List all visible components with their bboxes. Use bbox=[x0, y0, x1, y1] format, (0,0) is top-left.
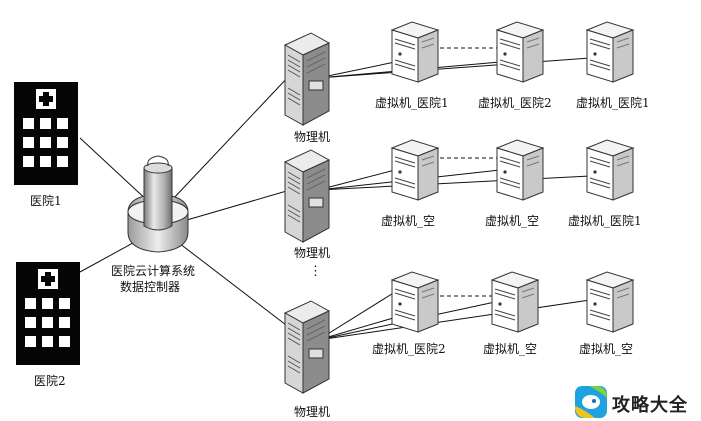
vm-3-1-label: 虚拟机_医院2 bbox=[372, 342, 446, 356]
link-pm2-vm bbox=[317, 175, 591, 191]
link-controller-pm2 bbox=[179, 189, 291, 223]
physical-server-3-label: 物理机 bbox=[294, 405, 331, 419]
hospital-1-icon bbox=[14, 82, 78, 185]
link-pm3-vm bbox=[317, 315, 401, 341]
physical-server-2-icon bbox=[284, 149, 330, 243]
vm-2-3-icon bbox=[586, 139, 634, 201]
vm-3-2-icon bbox=[491, 271, 539, 333]
physical-server-1-label: 物理机 bbox=[294, 130, 331, 144]
link-pm1-vm bbox=[317, 61, 396, 79]
link-pm1-vm bbox=[317, 57, 591, 79]
vm-2-2-icon bbox=[496, 139, 544, 201]
vm-2-3-label: 虚拟机_医院1 bbox=[568, 214, 642, 228]
vm-1-2-label: 虚拟机_医院2 bbox=[478, 96, 552, 110]
physical-server-3-icon bbox=[284, 300, 330, 394]
physical-server-1-icon bbox=[284, 32, 330, 126]
link-pm3-vm bbox=[317, 299, 591, 341]
link-controller-pm1 bbox=[171, 74, 291, 201]
hospital-2-label: 医院2 bbox=[34, 374, 66, 388]
hospital-1-label: 医院1 bbox=[30, 194, 62, 208]
vm-1-3-icon bbox=[586, 21, 634, 83]
vm-1-3-label: 虚拟机_医院1 bbox=[576, 96, 650, 110]
controller-icon bbox=[127, 155, 189, 253]
link-controller-pm3 bbox=[174, 239, 291, 329]
vm-1-1-icon bbox=[391, 21, 439, 83]
vm-3-3-icon bbox=[586, 271, 634, 333]
vm-2-2-label: 虚拟机_空 bbox=[485, 214, 540, 228]
vm-2-1-icon bbox=[391, 139, 439, 201]
vm-2-1-label: 虚拟机_空 bbox=[381, 214, 436, 228]
vm-3-2-label: 虚拟机_空 bbox=[483, 342, 538, 356]
vm-1-2-icon bbox=[496, 21, 544, 83]
watermark-logo-icon bbox=[575, 386, 607, 418]
link-hospital2-controller bbox=[79, 237, 143, 273]
controller-label-line1: 医院云计算系统 bbox=[111, 264, 196, 278]
hospital-2-icon bbox=[16, 262, 80, 365]
vm-3-1-icon bbox=[391, 271, 439, 333]
controller-label-line2: 数据控制器 bbox=[120, 280, 181, 294]
link-pm3-vm bbox=[317, 291, 396, 341]
physical-server-2-label: 物理机 bbox=[294, 246, 331, 260]
watermark-text: 攻略大全 bbox=[612, 395, 688, 416]
link-hospital1-controller bbox=[79, 137, 151, 204]
link-pm2-vm bbox=[317, 169, 396, 191]
vm-1-1-label: 虚拟机_医院1 bbox=[375, 96, 449, 110]
ellipsis: ⋮ bbox=[309, 264, 322, 279]
vm-3-3-label: 虚拟机_空 bbox=[579, 342, 634, 356]
